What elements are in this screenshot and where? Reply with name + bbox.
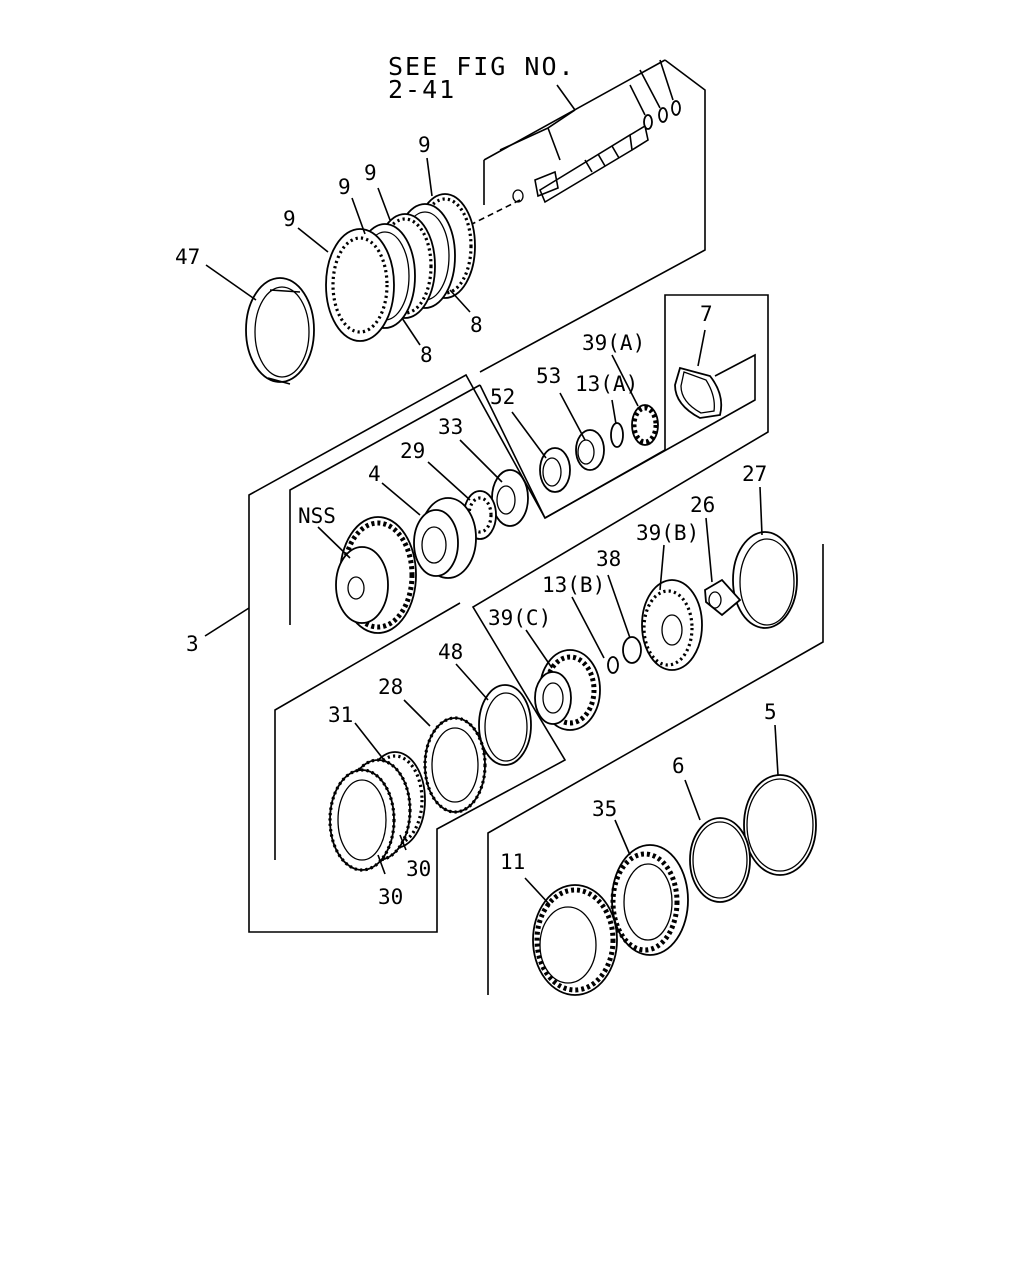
stopper-26 (704, 578, 742, 617)
seal-ring-6 (689, 817, 751, 903)
ring-7 (674, 366, 723, 419)
clutch-plates-30-31 (328, 751, 426, 872)
callout-26: 26 (690, 493, 715, 517)
callout-39c: 39(C) (488, 606, 551, 630)
callout-53: 53 (536, 364, 561, 388)
callout-31: 31 (328, 703, 353, 727)
callout-9: 9 (364, 161, 377, 185)
callout-5: 5 (764, 700, 777, 724)
piston-4 (413, 497, 477, 579)
group-outline-nss (289, 353, 756, 625)
hub-11 (532, 884, 618, 996)
leader-lines (204, 157, 779, 906)
callout-9: 9 (338, 175, 351, 199)
group-outline-bottom (487, 544, 824, 995)
callout-13a: 13(A) (575, 372, 638, 396)
race-52 (539, 447, 571, 493)
see-fig-reference-line1: SEE FIG NO. (388, 52, 576, 81)
see-fig-reference-line2: 2-41 (388, 75, 456, 104)
callout-47: 47 (175, 245, 200, 269)
drum-39b (641, 579, 703, 671)
leader-shaft-washers (629, 59, 674, 116)
callout-9: 9 (418, 133, 431, 157)
callout-3: 3 (186, 632, 199, 656)
snap-ring-13b (607, 656, 619, 674)
callout-52: 52 (490, 385, 515, 409)
snap-ring-13a (610, 422, 624, 448)
callout-29: 29 (400, 439, 425, 463)
snap-ring-27 (732, 531, 798, 629)
callout-30: 30 (406, 857, 431, 881)
callout-4: 4 (368, 462, 381, 486)
callout-27: 27 (742, 462, 767, 486)
sprag-39c (534, 649, 601, 731)
callout-30: 30 (378, 885, 403, 909)
clutch-plate-28 (423, 716, 487, 814)
callout-8: 8 (470, 313, 483, 337)
callout-38: 38 (596, 547, 621, 571)
gear-39a (631, 404, 659, 446)
nss-gear (335, 516, 417, 634)
callout-13b: 13(B) (542, 573, 605, 597)
piston-35 (610, 844, 689, 956)
callout-39a: 39(A) (582, 331, 645, 355)
group-outline-main-3 (248, 294, 769, 933)
input-shaft (469, 100, 681, 226)
callout-48: 48 (438, 640, 463, 664)
washer-38 (622, 636, 642, 664)
callout-8: 8 (420, 343, 433, 367)
callout-6: 6 (672, 754, 685, 778)
snap-ring-47 (245, 277, 315, 385)
callout-35: 35 (592, 797, 617, 821)
bearing-53 (575, 429, 605, 471)
seal-ring-5 (743, 774, 817, 876)
leader-see-fig (499, 84, 576, 161)
callout-28: 28 (378, 675, 403, 699)
snap-ring-48 (478, 684, 532, 766)
callout-9: 9 (283, 207, 296, 231)
callout-11: 11 (500, 850, 525, 874)
group-outline-lower (274, 602, 461, 860)
callout-nss: NSS (298, 504, 336, 528)
clutch-plates-stack (325, 193, 476, 342)
callout-7: 7 (700, 302, 713, 326)
callout-39b: 39(B) (636, 521, 699, 545)
callout-33: 33 (438, 415, 463, 439)
